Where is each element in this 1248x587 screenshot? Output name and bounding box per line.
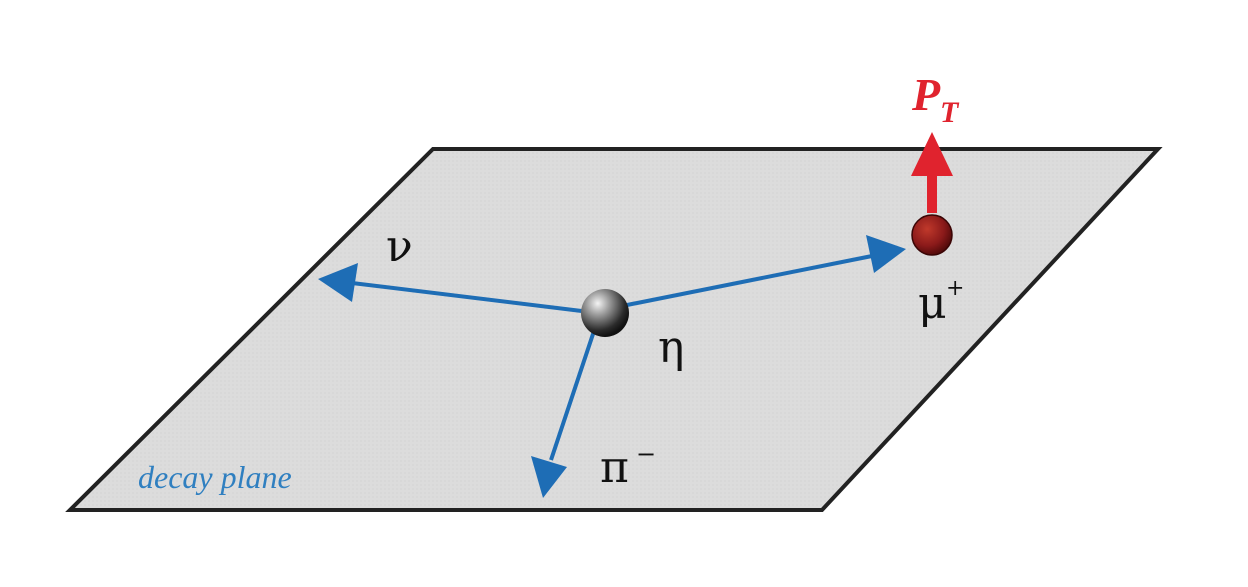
muon-particle [911, 214, 953, 256]
pion-label: π [600, 442, 629, 493]
muon-arrowhead [866, 235, 906, 273]
neutrino-track [318, 263, 599, 315]
muon-track [611, 235, 906, 310]
pt-arrowhead [911, 132, 953, 176]
muon-label: μ [918, 278, 947, 329]
eta-particle [581, 289, 629, 337]
pion-arrowhead [531, 456, 567, 498]
eta-label: η [658, 322, 684, 373]
pt-subscript-label: T [940, 96, 960, 129]
muon-charge-label: + [946, 276, 964, 301]
decay-plane-label: decay plane [138, 459, 292, 495]
neutrino-label: ν [386, 221, 413, 272]
pt-symbol-label: P [911, 69, 941, 120]
pion-charge-label: − [636, 440, 656, 468]
neutrino-arrowhead [318, 263, 358, 302]
pion-track [531, 321, 599, 498]
pt-arrow [911, 132, 953, 213]
